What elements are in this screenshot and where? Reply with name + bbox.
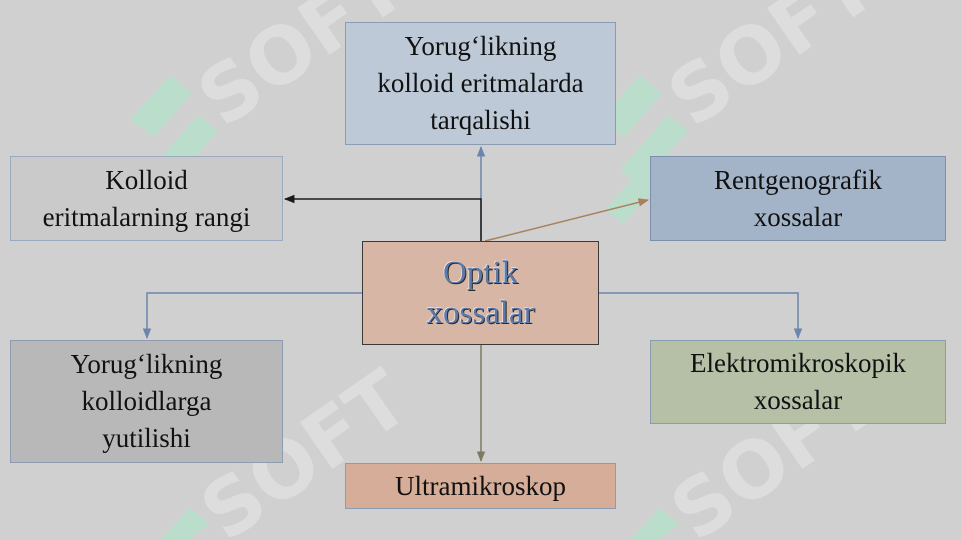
node-text: Kolloid eritmalarning rangi bbox=[43, 162, 251, 236]
node-line: Rentgenografik bbox=[714, 164, 882, 195]
connector-to-right bbox=[484, 198, 650, 242]
node-line: yutilishi bbox=[102, 423, 191, 453]
node-text: Yorug‘likning kolloid eritmalarda tarqal… bbox=[377, 28, 583, 139]
node-line: tarqalishi bbox=[430, 105, 531, 135]
node-text: Elektromikroskopik xossalar bbox=[690, 345, 906, 419]
node-text: Optik xossalar bbox=[426, 253, 534, 333]
node-text: Ultramikroskop bbox=[395, 468, 566, 505]
node-line: Kolloid bbox=[105, 164, 188, 195]
node-line: kolloid eritmalarda bbox=[377, 68, 584, 98]
node-line: kolloidlarga bbox=[81, 386, 212, 416]
node-light-scattering: Yorug‘likning kolloid eritmalarda tarqal… bbox=[345, 22, 616, 145]
node-electron-microscopy: Elektromikroskopik xossalar bbox=[650, 340, 946, 424]
node-line: Yorug‘likning bbox=[404, 31, 557, 61]
node-colloid-color: Kolloid eritmalarning rangi bbox=[10, 156, 283, 241]
node-line: xossalar bbox=[753, 201, 843, 232]
node-optical-properties: Optik xossalar bbox=[362, 241, 599, 345]
node-ultramicroscope: Ultramikroskop bbox=[345, 463, 616, 509]
node-line: eritmalarning rangi bbox=[42, 201, 251, 232]
node-line: xossalar bbox=[426, 295, 535, 331]
node-line: Optik bbox=[442, 255, 519, 291]
node-line: Yorug‘likning bbox=[70, 349, 223, 379]
connector-to-bottom-right bbox=[599, 292, 803, 340]
connector-to-bottom-left bbox=[142, 292, 362, 340]
node-x-ray-properties: Rentgenografik xossalar bbox=[650, 156, 946, 241]
connector-to-left bbox=[283, 194, 482, 241]
node-light-absorption: Yorug‘likning kolloidlarga yutilishi bbox=[10, 340, 283, 463]
node-line: Elektromikroskopik bbox=[690, 348, 906, 378]
node-line: xossalar bbox=[753, 385, 843, 415]
node-text: Yorug‘likning kolloidlarga yutilishi bbox=[71, 346, 223, 457]
node-line: Ultramikroskop bbox=[395, 470, 566, 501]
node-text: Rentgenografik xossalar bbox=[714, 162, 882, 236]
